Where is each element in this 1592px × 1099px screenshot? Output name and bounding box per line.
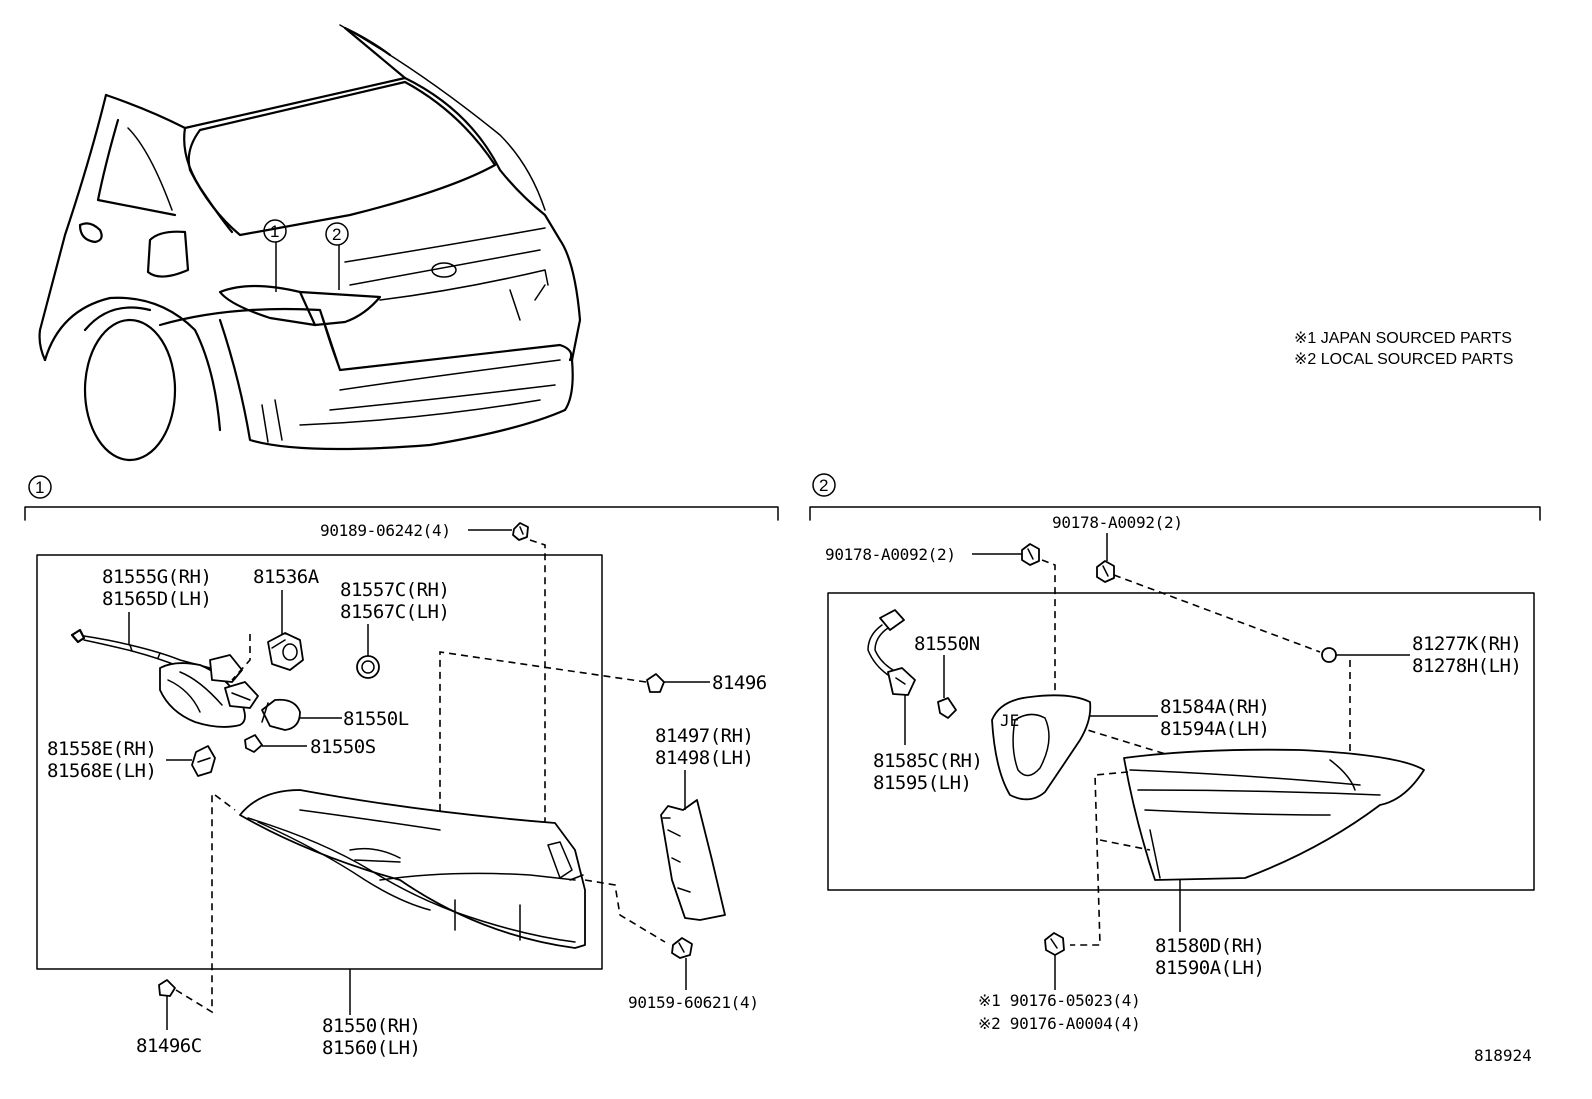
section-1-marker-text: 1 <box>35 478 44 497</box>
grommet-81557c-icon <box>356 655 380 679</box>
label-81550s: 81550S <box>310 736 376 758</box>
label-81565d: 81565D(LH) <box>102 588 211 610</box>
section-1-bracket <box>24 506 779 521</box>
nut-90176-icon <box>1044 932 1065 956</box>
label-90178-left: 90178-A0092(2) <box>825 545 956 564</box>
label-81560-lh: 81560(LH) <box>322 1037 420 1059</box>
label-90176-05023: ※1 90176-05023(4) <box>978 991 1140 1010</box>
gasket-81584a-icon: JE <box>991 694 1092 801</box>
label-81496: 81496 <box>712 672 767 694</box>
label-81590a: 81590A(LH) <box>1155 957 1264 979</box>
nut-90178-left-icon <box>1021 543 1040 566</box>
bracket-81497-icon <box>660 799 726 921</box>
section-2-marker-text: 2 <box>819 476 828 495</box>
section-2-inner-lamp: 2 <box>809 473 1541 1033</box>
callout-2-marker <box>325 222 349 246</box>
wire-harness-81555g-icon <box>70 628 259 728</box>
section-1-marker <box>28 475 52 499</box>
car-illustration: 1 2 <box>38 24 582 462</box>
label-81277k: 81277K(RH) <box>1412 633 1521 655</box>
nut-90178-top-icon <box>1096 560 1115 583</box>
clip-81277k-icon <box>1321 647 1337 663</box>
section-1-box <box>36 554 603 970</box>
svg-text:JE: JE <box>1000 711 1019 730</box>
label-81584a: 81584A(RH) <box>1160 696 1269 718</box>
clip-81496-icon <box>646 673 665 693</box>
bolt-90189-icon <box>512 522 529 541</box>
label-81550l: 81550L <box>343 708 409 730</box>
label-81558e: 81558E(RH) <box>47 738 156 760</box>
inner-lamp-81580d-icon <box>1123 748 1425 881</box>
rear-lamp-81550-icon <box>239 789 586 949</box>
label-81557c: 81557C(RH) <box>340 579 449 601</box>
label-90159-60621: 90159-60621(4) <box>628 993 759 1012</box>
note-local-sourced: ※2 LOCAL SOURCED PARTS <box>1294 351 1513 368</box>
clip-81496c-icon <box>158 979 176 997</box>
label-81580d: 81580D(RH) <box>1155 935 1264 957</box>
label-90189-06242: 90189-06242(4) <box>320 521 451 540</box>
label-81555g: 81555G(RH) <box>102 566 211 588</box>
label-81496c: 81496C <box>136 1035 202 1057</box>
label-90178-top: 90178-A0092(2) <box>1052 513 1183 532</box>
diagram-id: 818924 <box>1474 1046 1532 1065</box>
socket-81558e-icon <box>191 745 216 777</box>
callout-1-marker <box>263 219 287 243</box>
label-81497: 81497(RH) <box>655 725 753 747</box>
label-81550-rh: 81550(RH) <box>322 1015 420 1037</box>
section-2-box <box>827 592 1535 891</box>
label-81585c: 81585C(RH) <box>873 750 982 772</box>
label-81567c: 81567C(LH) <box>340 601 449 623</box>
callout-1-text: 1 <box>270 222 279 241</box>
section-2-bracket <box>809 506 1541 521</box>
screw-90159-icon <box>671 937 693 959</box>
socket-81536a-icon <box>267 632 304 671</box>
bulb-81550s-icon <box>244 734 263 753</box>
label-81498: 81498(LH) <box>655 747 753 769</box>
bulb-81550n-icon <box>937 697 957 719</box>
bulb-81550l-icon <box>261 698 301 731</box>
callout-2-text: 2 <box>332 225 341 244</box>
label-81536a: 81536A <box>253 566 320 588</box>
section-2-marker <box>812 473 836 497</box>
wire-81585c-icon <box>867 609 916 696</box>
label-81278h: 81278H(LH) <box>1412 655 1521 677</box>
label-81595: 81595(LH) <box>873 772 971 794</box>
section-1-outer-lamp: 1 <box>24 475 779 1059</box>
label-81550n: 81550N <box>914 633 980 655</box>
label-90176-a0004: ※2 90176-A0004(4) <box>978 1014 1140 1033</box>
note-japan-sourced: ※1 JAPAN SOURCED PARTS <box>1294 330 1512 347</box>
label-81568e: 81568E(LH) <box>47 760 156 782</box>
label-81594a: 81594A(LH) <box>1160 718 1269 740</box>
